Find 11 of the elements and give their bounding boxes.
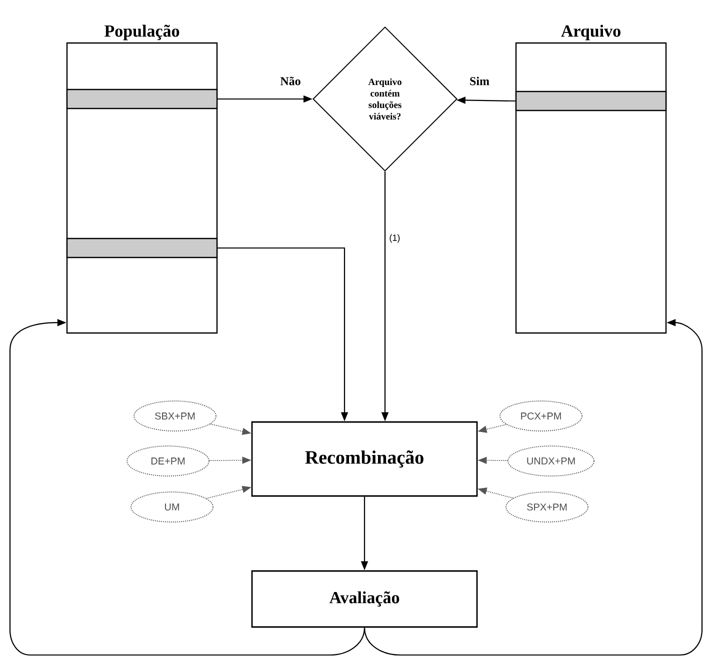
edge-label: Sim [470,76,490,86]
node-label: População [104,24,180,40]
node-label: Arquivo [561,24,620,40]
highlighted-row [66,88,218,110]
edge-label: Não [280,76,300,86]
process-box: Avaliação [251,570,478,628]
highlighted-row [66,238,218,258]
edge-label: (1) [390,234,400,243]
highlighted-row [515,90,667,112]
process-box: Recombinação [251,421,478,497]
arrow [9,318,366,656]
